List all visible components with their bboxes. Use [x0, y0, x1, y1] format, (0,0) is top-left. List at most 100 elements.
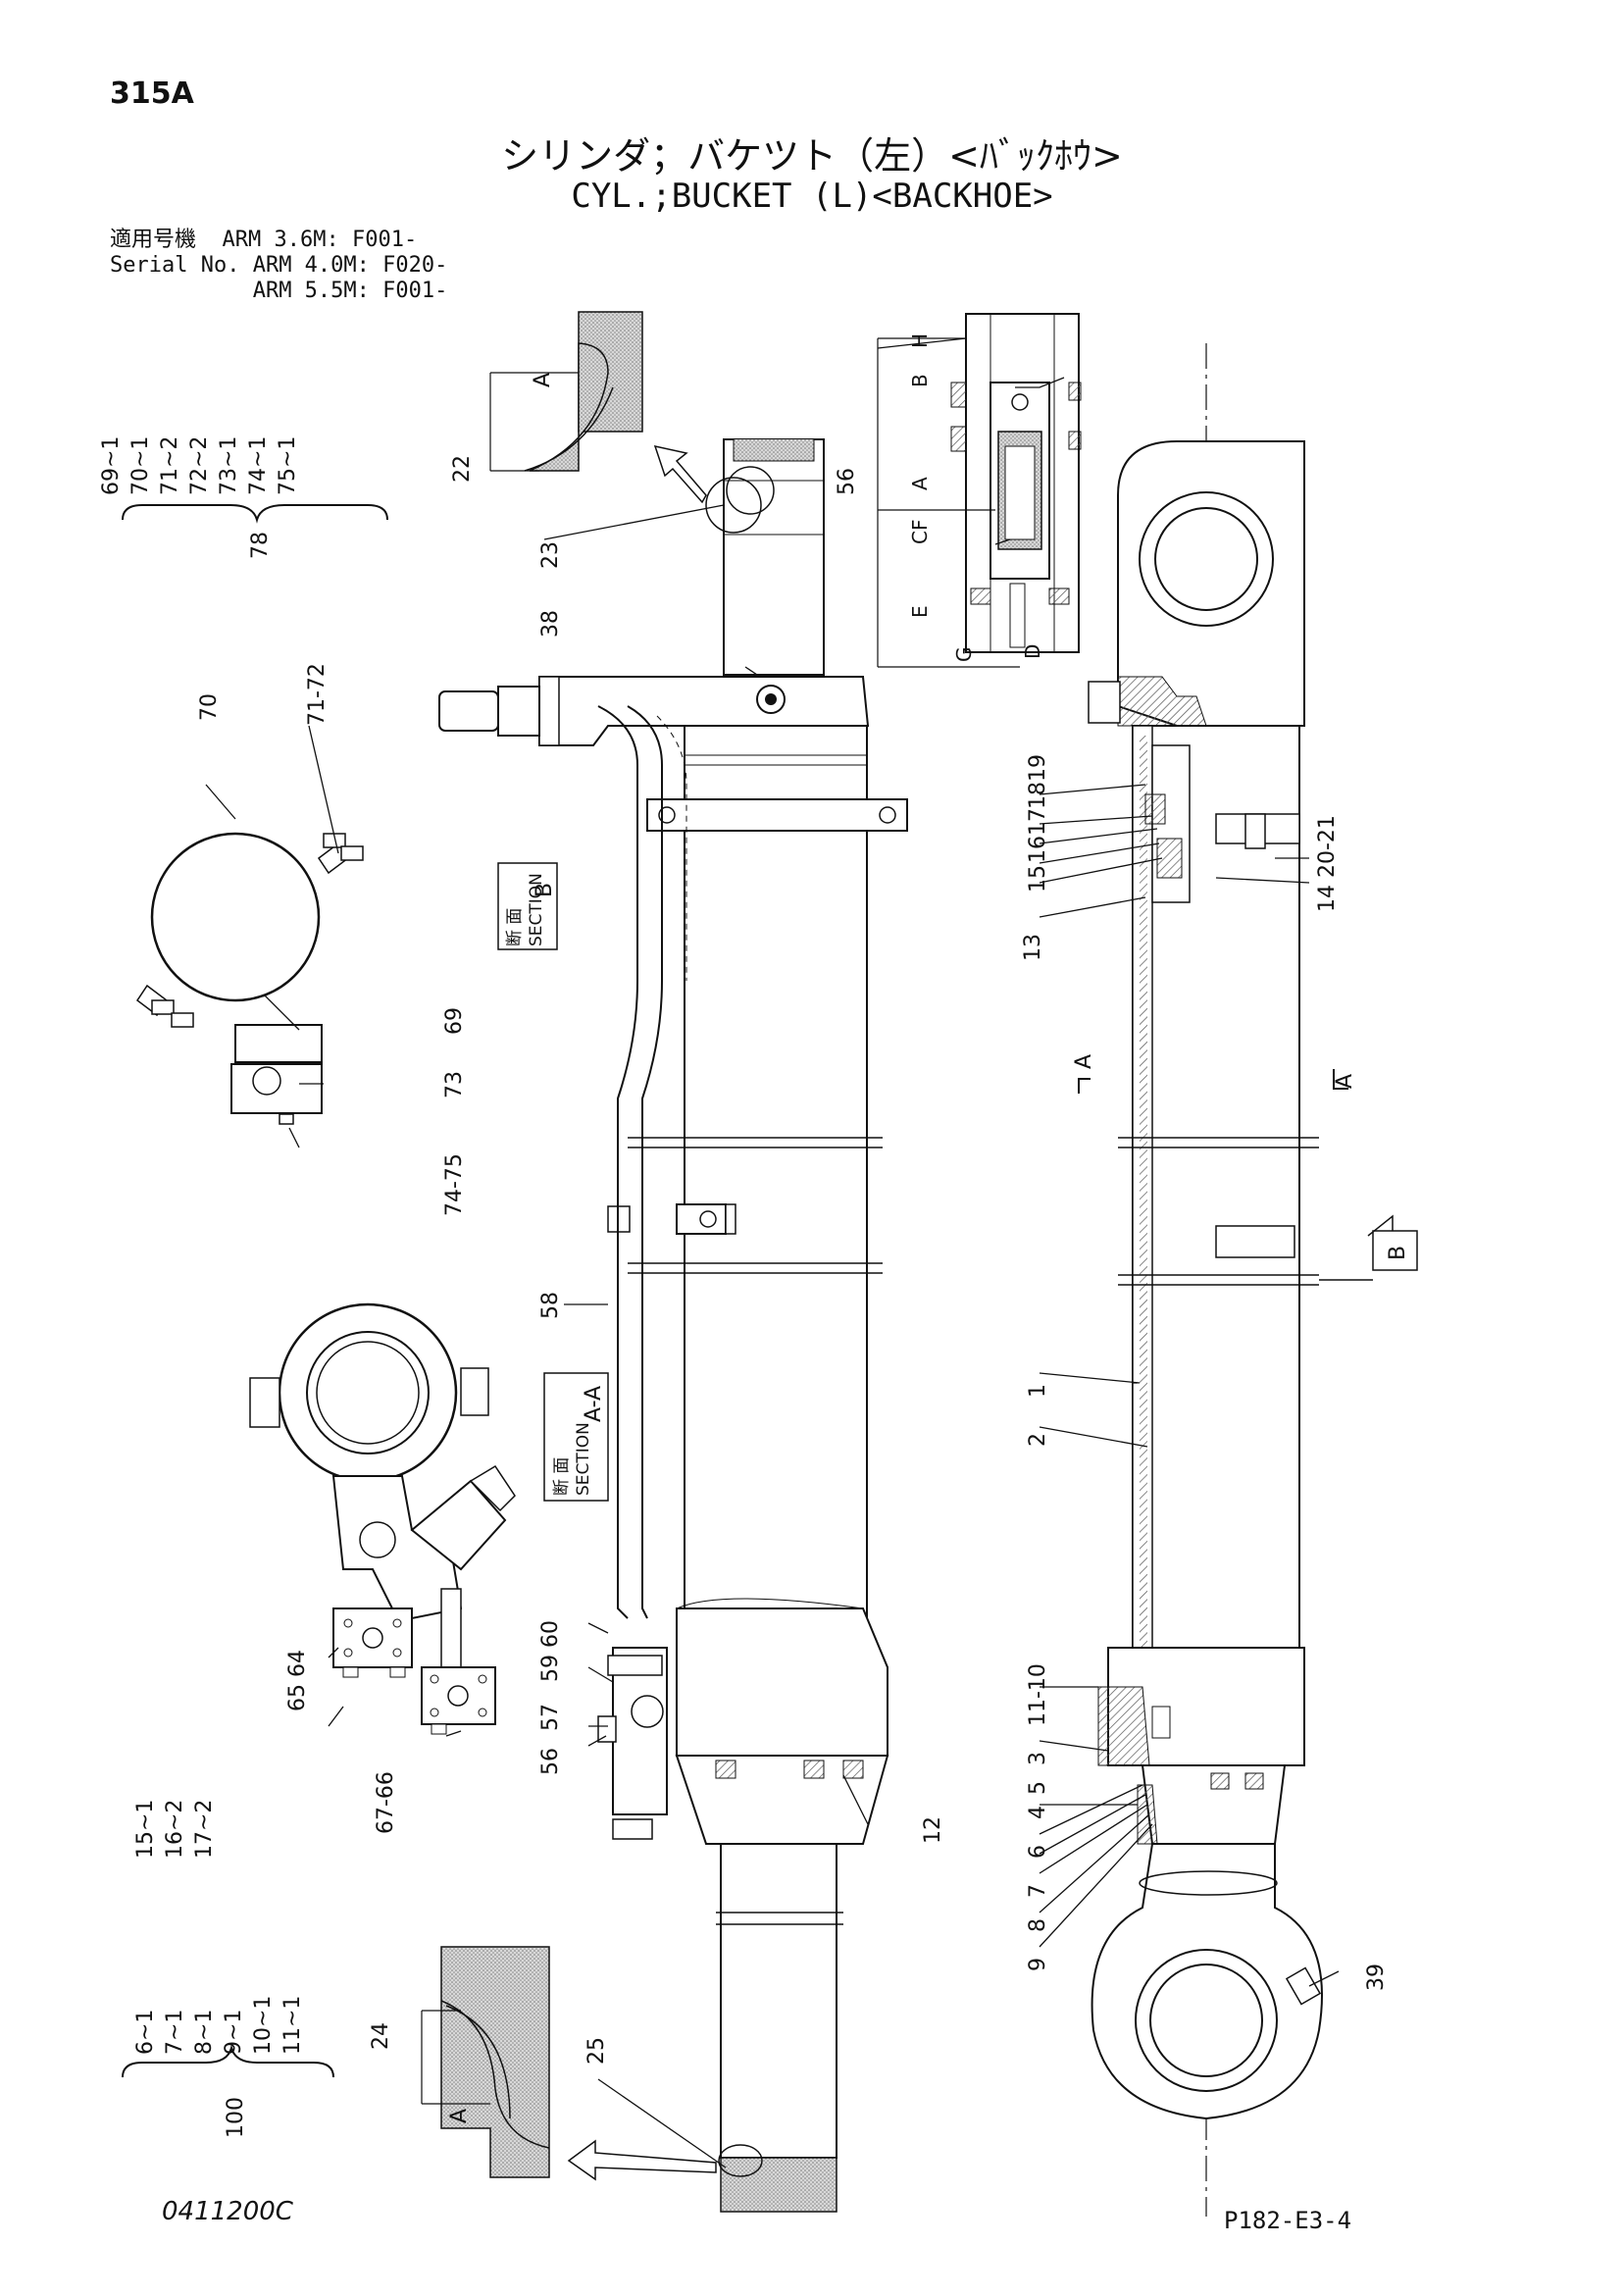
detail-letter-b: B	[908, 374, 932, 387]
group-100-item-2: 7~1	[163, 2010, 187, 2055]
callout-60: 60	[538, 1620, 563, 1648]
callout-17: 17	[1026, 808, 1050, 836]
group-100-item-4: 9~1	[222, 2010, 246, 2055]
serial-row-1: ARM 3.6M: F001-	[222, 228, 418, 252]
section-aa-label: 断 面 SECTION A-A	[543, 1372, 609, 1502]
callout-7: 7	[1026, 1884, 1050, 1898]
callout-67-66: 67-66	[374, 1771, 398, 1834]
callout-65: 65	[285, 1684, 310, 1711]
callout-23: 23	[538, 541, 563, 569]
detail-letter-d: D	[1021, 644, 1044, 659]
group-78-parent: 78	[248, 532, 273, 559]
callout-59: 59	[538, 1655, 563, 1682]
callout-39: 39	[1364, 1964, 1389, 1991]
bracket-group-100: 6~1 7~1 8~1 9~1 10~1 11~1 15~1 16~2 17~2…	[122, 1800, 334, 2138]
callout-4: 4	[1026, 1806, 1050, 1819]
group-100-item-8: 16~2	[163, 1800, 187, 1859]
cut-mark-right: A	[1333, 1074, 1357, 1089]
section-aa-jp: 断 面	[552, 1457, 572, 1496]
group-78-item-1: 69~1	[99, 436, 124, 495]
group-78-item-4: 72~2	[187, 436, 212, 495]
leader-lines	[205, 337, 1340, 2168]
callout-70: 70	[197, 693, 222, 721]
callout-12: 12	[921, 1816, 945, 1844]
callout-1: 1	[1026, 1384, 1050, 1398]
callout-13: 13	[1021, 934, 1045, 961]
left-cylinder-view	[438, 438, 908, 2213]
group-100-item-7: 15~1	[133, 1800, 158, 1859]
group-100-parent: 100	[224, 2097, 248, 2138]
callout-38: 38	[538, 610, 563, 638]
callout-24: 24	[369, 2022, 393, 2050]
group-78-item-7: 75~1	[276, 436, 300, 495]
callout-56: 56	[538, 1748, 563, 1775]
section-b-jp: 断 面	[505, 908, 525, 946]
detail-a-bottom: A 24	[369, 1946, 550, 2178]
detail-letter-cf: CF	[908, 520, 932, 544]
callout-64: 64	[285, 1650, 310, 1677]
group-100-item-1: 6~1	[133, 2010, 158, 2055]
group-78-item-2: 70~1	[128, 436, 153, 495]
serial-label-en: Serial No.	[110, 253, 240, 278]
group-78-item-3: 71~2	[158, 436, 182, 495]
sheet-reference: P182-E3-4	[1224, 2207, 1352, 2234]
callout-labels: 1 2 3 4 5 6 7 8 9 11-10 12 13 15 16 17 1…	[197, 468, 1389, 2065]
detail-letter-e: E	[908, 605, 932, 618]
callout-57: 57	[538, 1704, 563, 1731]
callout-25: 25	[584, 2037, 609, 2065]
detail-a-top: A 22	[450, 311, 643, 483]
callout-3: 3	[1026, 1752, 1050, 1765]
serial-row-3: ARM 5.5M: F001-	[252, 279, 448, 303]
detail-b-letters: H B A CF E G D	[908, 333, 1044, 662]
callout-9: 9	[1026, 1958, 1050, 1971]
detail-a-top-letter: A	[531, 373, 555, 387]
callout-69: 69	[442, 1007, 467, 1035]
section-b-view	[135, 832, 364, 1125]
cutting-plane-marks: A A B	[1072, 1054, 1418, 1281]
section-aa-en: SECTION	[574, 1422, 593, 1496]
group-78-item-6: 74~1	[246, 436, 271, 495]
section-aa-view	[249, 1302, 516, 1735]
serial-row-2: ARM 4.0M: F020-	[252, 253, 448, 278]
page-id: 315A	[110, 77, 194, 111]
section-b-letter: B	[533, 883, 557, 897]
group-78-item-5: 73~1	[217, 436, 241, 495]
group-100-item-3: 8~1	[192, 2010, 217, 2055]
detail-letter-a: A	[908, 477, 932, 490]
drawing-number: 0411200C	[162, 2197, 293, 2226]
callout-56-detail: 56	[835, 468, 859, 495]
detail-letter-h: H	[908, 333, 932, 348]
callout-71-72: 71-72	[305, 663, 330, 726]
callout-6: 6	[1026, 1845, 1050, 1859]
callout-18: 18	[1026, 782, 1050, 809]
callout-73: 73	[442, 1071, 467, 1098]
callout-15: 15	[1026, 865, 1050, 893]
section-b-label: 断 面 SECTION B	[497, 862, 558, 950]
callout-2: 2	[1026, 1433, 1050, 1447]
detail-b	[877, 313, 1082, 668]
view-b-letter: B	[1386, 1246, 1410, 1260]
serial-label-jp: 適用号機	[110, 228, 197, 252]
section-b-en: SECTION	[527, 873, 546, 946]
group-100-item-6: 11~1	[280, 1996, 305, 2055]
detail-a-bottom-letter: A	[447, 2109, 472, 2123]
callout-74-75: 74-75	[442, 1153, 467, 1216]
group-100-item-9: 17~2	[192, 1800, 217, 1859]
serial-block: 適用号機 ARM 3.6M: F001- Serial No. ARM 4.0M…	[110, 228, 447, 304]
group-100-item-5: 10~1	[251, 1996, 276, 2055]
callout-19: 19	[1026, 754, 1050, 782]
callout-20-21: 20-21	[1315, 815, 1340, 878]
title-japanese: シリンダ；バケツト（左）<ﾊﾞｯｸﾎｳ>	[501, 134, 1123, 178]
callout-14: 14	[1315, 885, 1340, 912]
callout-58: 58	[538, 1292, 563, 1319]
callout-5: 5	[1026, 1781, 1050, 1795]
title-english: CYL.;BUCKET (L)<BACKHOE>	[571, 177, 1053, 216]
callout-22: 22	[450, 455, 475, 483]
cut-mark-left: A	[1072, 1054, 1096, 1069]
callout-8: 8	[1026, 1918, 1050, 1932]
callout-11-10: 11-10	[1026, 1663, 1050, 1726]
right-cylinder-view	[1088, 343, 1323, 2217]
callout-16: 16	[1026, 836, 1050, 863]
detail-letter-g: G	[952, 647, 976, 663]
